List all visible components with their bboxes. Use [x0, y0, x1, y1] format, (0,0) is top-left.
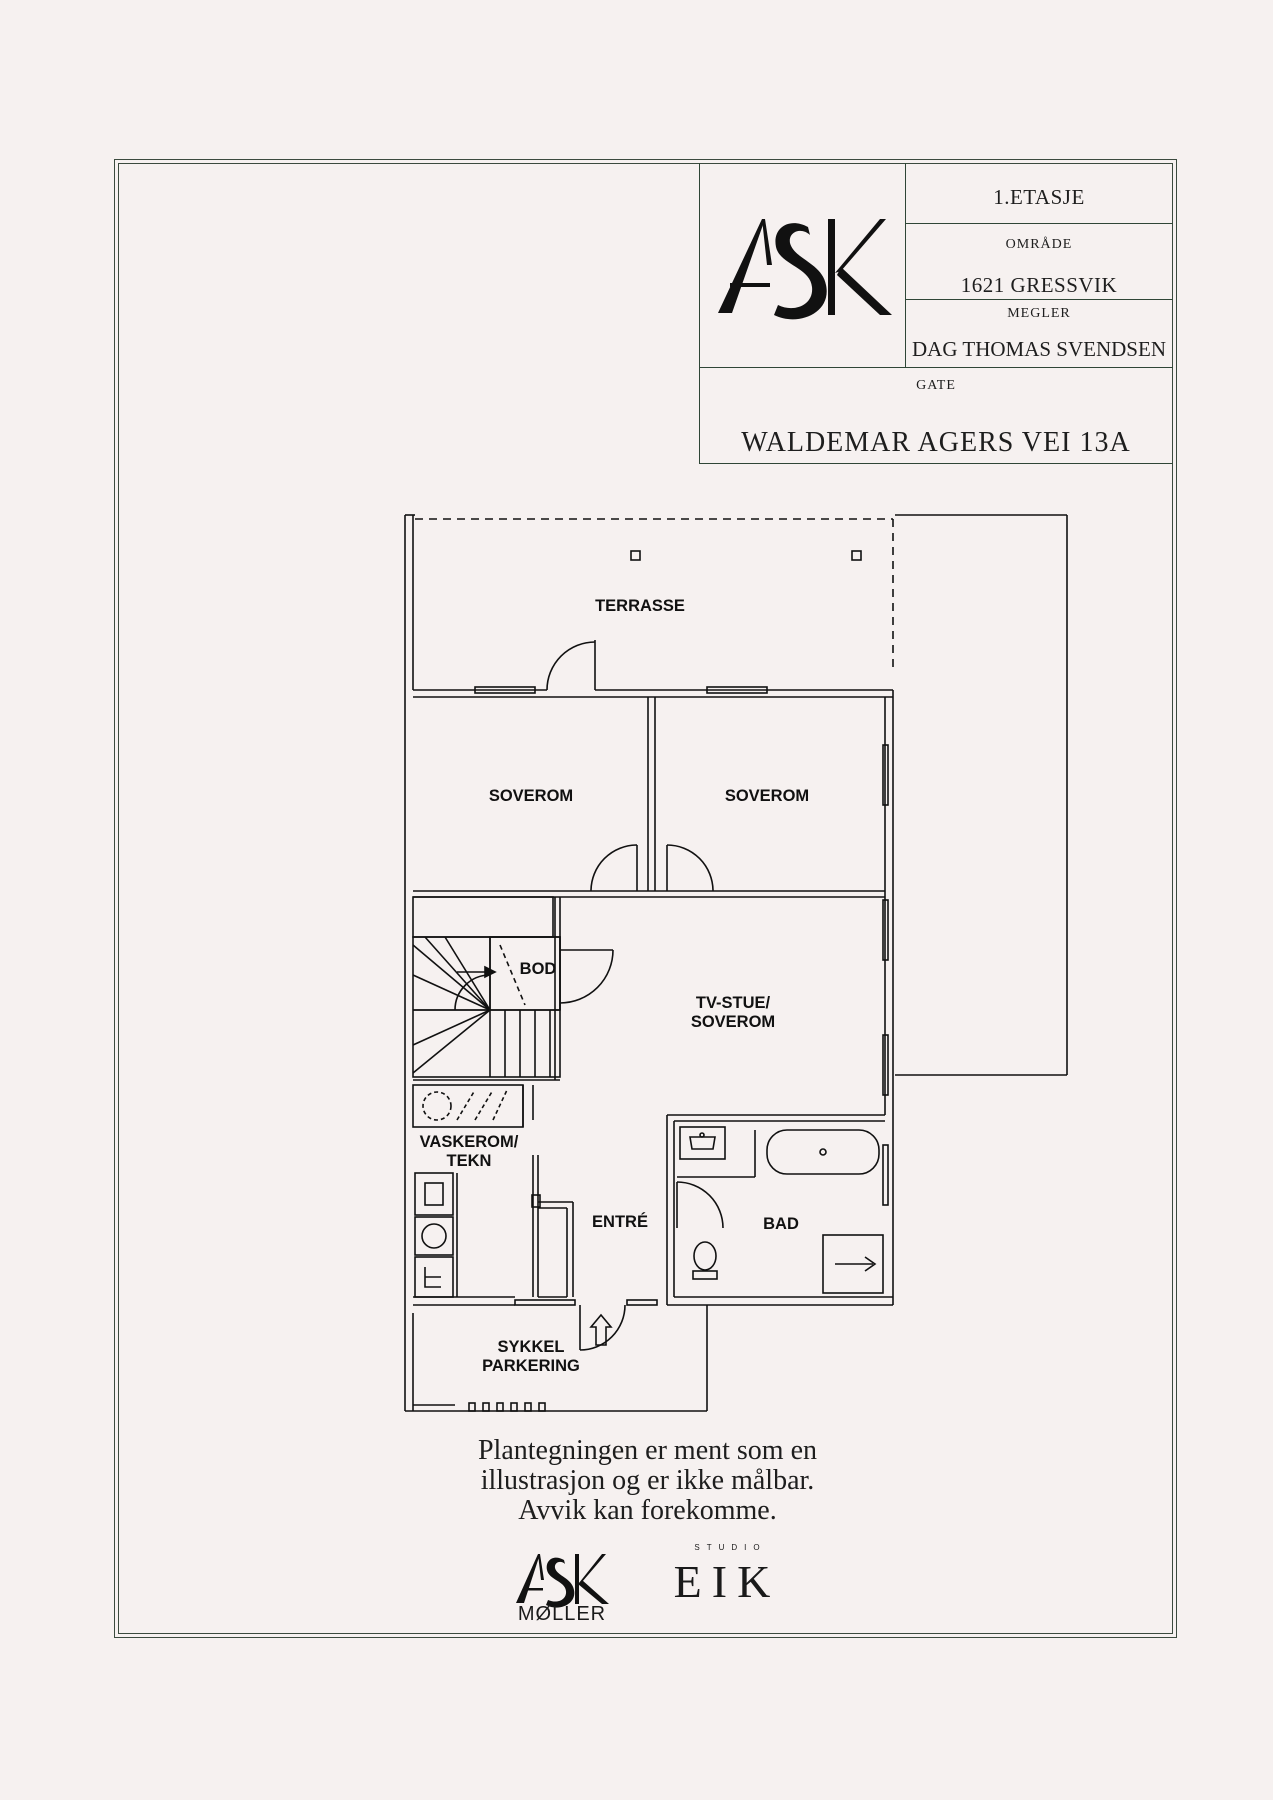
- ask-logo: [718, 219, 892, 320]
- room-entre: ENTRÉ: [592, 1212, 648, 1231]
- street-value: WALDEMAR AGERS VEI 13A: [741, 427, 1131, 458]
- page-border-outer: [114, 159, 1177, 1638]
- street-label: GATE: [916, 378, 956, 393]
- eik-text: EIK: [673, 1556, 781, 1607]
- moller-text: MØLLER: [517, 1603, 607, 1625]
- room-sykkel-line1: SYKKEL: [498, 1338, 565, 1356]
- broker-value: DAG THOMAS SVENDSEN: [912, 337, 1166, 361]
- ask-moller-logo: [516, 1554, 609, 1608]
- disclaimer-line-2: illustrasjon og er ikke målbar.: [480, 1465, 815, 1496]
- room-soverom-1: SOVEROM: [489, 787, 573, 805]
- title-block-divider: [699, 367, 1173, 369]
- disclaimer-line-1: Plantegningen er ment som en: [477, 1435, 818, 1466]
- room-bad: BAD: [763, 1215, 799, 1233]
- room-soverom-2: SOVEROM: [725, 787, 809, 805]
- disclaimer-line-3: Avvik kan forekomme.: [518, 1495, 777, 1526]
- room-sykkel-line2: PARKERING: [482, 1357, 580, 1375]
- disclaimer: Plantegningen er ment som en illustrasjo…: [380, 1436, 915, 1526]
- floor-label: 1.ETASJE: [993, 185, 1085, 209]
- room-tv-stue-line1: TV-STUE/: [696, 994, 771, 1012]
- page-border-inner: [118, 163, 1173, 1634]
- title-block-divider: [905, 299, 1173, 301]
- area-label: OMRÅDE: [1005, 237, 1073, 252]
- room-terrasse: TERRASSE: [595, 597, 685, 615]
- area-value: 1621 GRESSVIK: [960, 273, 1118, 297]
- title-block-divider: [905, 223, 1173, 225]
- studio-text: STUDIO: [694, 1543, 767, 1552]
- title-block: [699, 163, 1173, 464]
- room-bod: BOD: [520, 960, 557, 978]
- title-block-divider: [905, 163, 907, 368]
- room-tv-stue-line2: SOVEROM: [691, 1013, 775, 1031]
- broker-label: MEGLER: [1007, 306, 1071, 321]
- room-vaskerom-line1: VASKEROM/: [420, 1133, 519, 1151]
- floor-plan: TERRASSE SOVEROM SOVEROM BOD TV-STUE/ SO…: [404, 514, 1068, 1412]
- room-vaskerom-line2: TEKN: [447, 1152, 492, 1170]
